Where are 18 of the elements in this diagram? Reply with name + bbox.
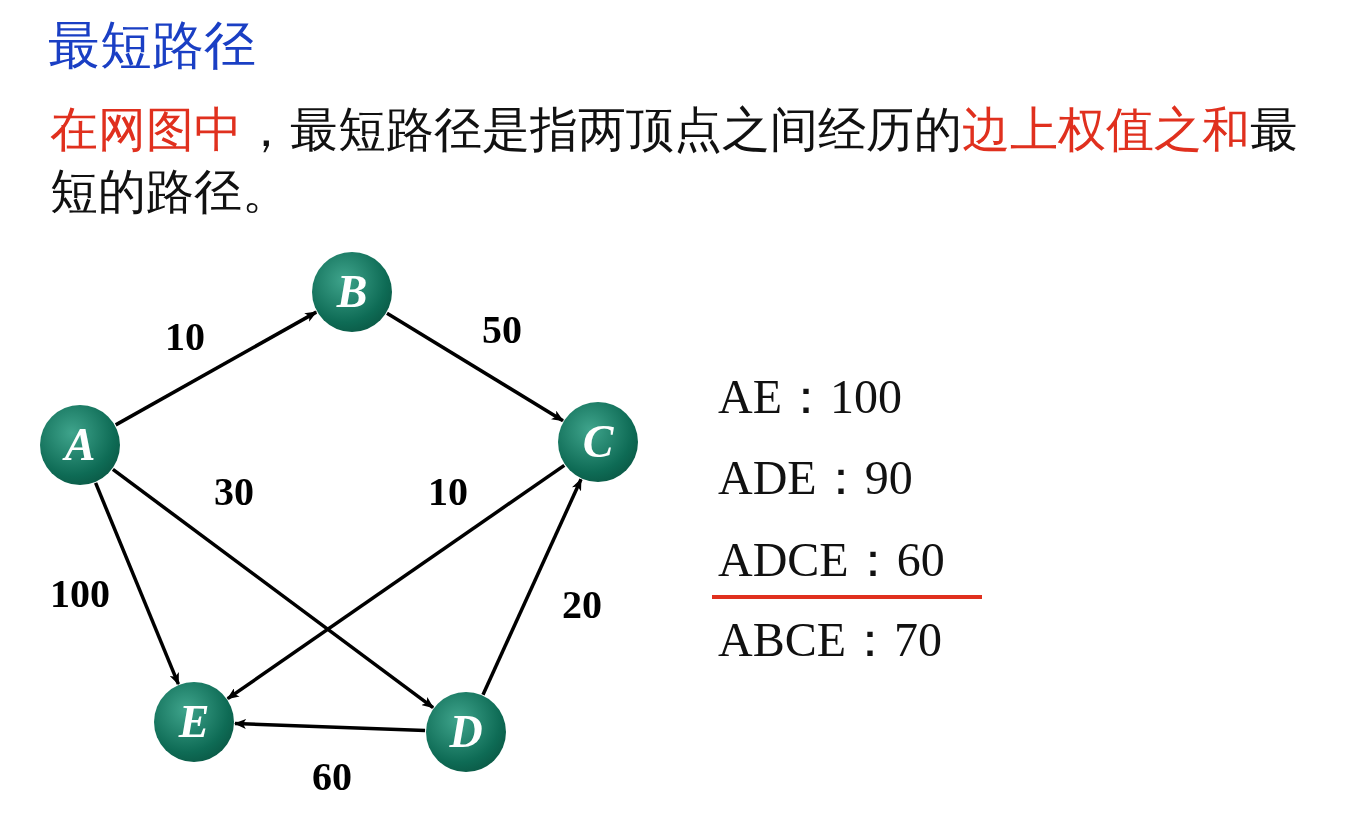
vertex-circle: E (154, 682, 234, 762)
arrow (481, 478, 583, 696)
arrow (111, 468, 435, 709)
path-length-text: AE：100 (718, 369, 902, 425)
vertex-circle: B (312, 252, 392, 332)
paragraph: 在网图中，最短路径是指两顶点之间经历的边上权值之和最短的路径。 (50, 100, 1299, 221)
vertex-circle: A (40, 405, 120, 485)
arrow (233, 718, 426, 733)
arrow (94, 482, 180, 685)
title: 最短路径 (48, 14, 256, 77)
path-length-text: ABCE：70 (718, 612, 942, 668)
path-length-text: ADCE：60 (718, 532, 945, 588)
arrow (226, 463, 566, 701)
vertex-circle: D (426, 692, 506, 772)
arrow (114, 310, 318, 427)
vertex-circle: C (558, 402, 638, 482)
arrow (386, 311, 564, 423)
path-length-text: ADE：90 (718, 450, 913, 506)
